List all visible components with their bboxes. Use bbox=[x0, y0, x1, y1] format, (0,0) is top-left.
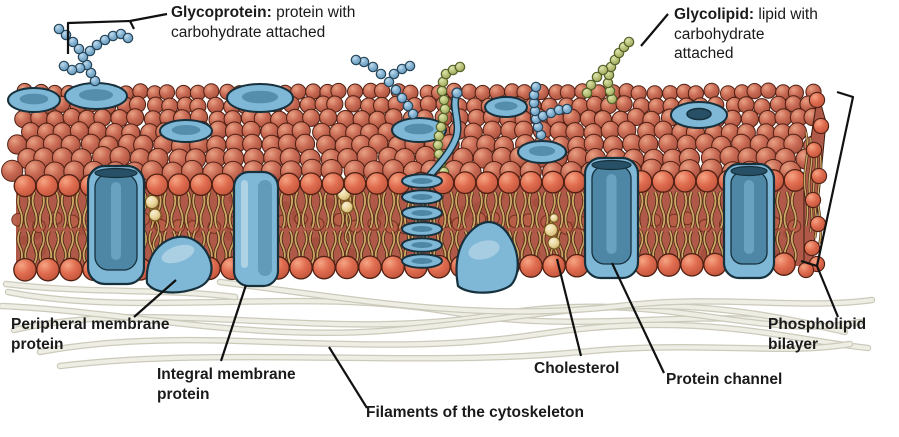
alpha-helix-protein-shape bbox=[401, 87, 463, 269]
leader-lines bbox=[66, 12, 855, 409]
label-phospholipid-bilayer: Phospholipid bilayer bbox=[768, 315, 866, 354]
peripheral-protein-center-shape bbox=[455, 221, 519, 294]
label-line: bilayer bbox=[768, 335, 818, 353]
glycoprotein-term: Glycoprotein: bbox=[171, 4, 272, 21]
cytoskeleton-filament-strands bbox=[0, 278, 876, 370]
protein-channel-left bbox=[86, 164, 146, 286]
label-filaments-of-cytoskeleton: Filaments of the cytoskeleton bbox=[366, 403, 584, 423]
glycoprotein-desc: protein with bbox=[271, 4, 356, 21]
label-protein-channel: Protein channel bbox=[666, 370, 782, 390]
label-line: Glycoprotein: protein with bbox=[171, 3, 355, 23]
label-line: Cholesterol bbox=[534, 360, 620, 377]
label-glycoprotein: Glycoprotein: protein with carbohydrate … bbox=[171, 3, 355, 42]
label-line: attached bbox=[674, 45, 734, 62]
label-line: protein bbox=[157, 385, 210, 403]
label-line: Phospholipid bbox=[768, 316, 867, 333]
glyco-chains bbox=[53, 23, 635, 178]
label-cholesterol: Cholesterol bbox=[534, 359, 619, 379]
glycolipid-desc: lipid with bbox=[754, 6, 818, 23]
label-line: carbohydrate attached bbox=[171, 23, 326, 41]
label-line: Protein channel bbox=[666, 371, 783, 388]
membrane-proteins bbox=[86, 87, 776, 294]
label-glycolipid: Glycolipid: lipid with carbohydrate atta… bbox=[674, 5, 818, 64]
glycolipid-term: Glycolipid: bbox=[674, 6, 755, 23]
protein-channel-labeled bbox=[583, 156, 640, 280]
label-line: Integral membrane bbox=[157, 366, 296, 383]
label-line: protein bbox=[11, 335, 64, 353]
protein-channel-right bbox=[722, 162, 776, 280]
integral-membrane-protein-shape bbox=[232, 170, 280, 288]
peripheral-membrane-protein-shape bbox=[145, 235, 213, 294]
label-integral-membrane-protein: Integral membrane protein bbox=[157, 365, 296, 404]
label-line: Peripheral membrane bbox=[11, 316, 170, 333]
membrane-right-side bbox=[797, 91, 830, 279]
label-line: Glycolipid: lipid with bbox=[674, 5, 818, 25]
label-line: Filaments of the cytoskeleton bbox=[366, 404, 584, 421]
label-line: carbohydrate bbox=[674, 25, 765, 43]
label-peripheral-membrane-protein: Peripheral membrane protein bbox=[11, 315, 170, 354]
surface-proteins bbox=[7, 82, 728, 164]
